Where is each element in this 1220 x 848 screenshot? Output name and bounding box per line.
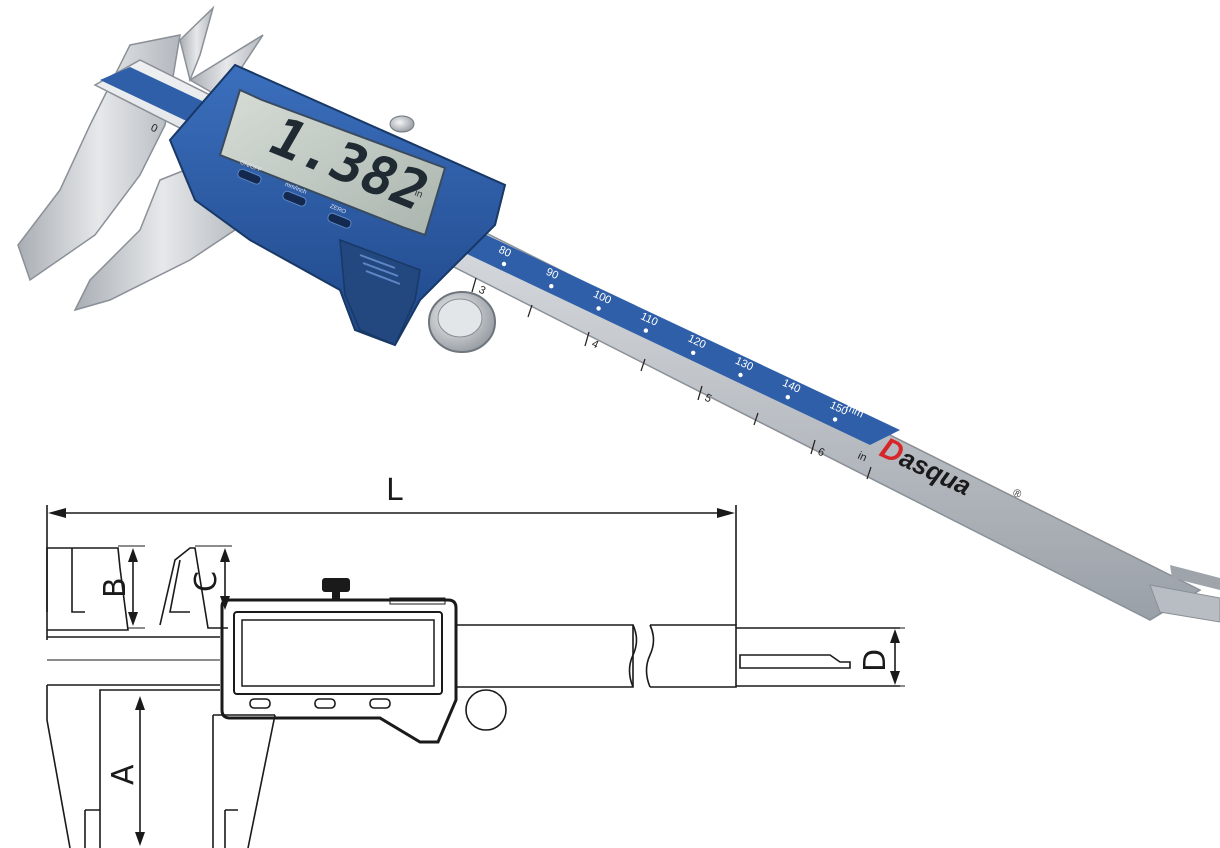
metric-scale-dot (832, 417, 838, 422)
depth-rod (1149, 584, 1220, 623)
fixed-inside-jaw (179, 5, 215, 83)
metric-scale-dot (691, 350, 696, 355)
inch-scale-tick (810, 439, 816, 455)
lcd-screen (218, 88, 447, 237)
metric-scale-dot (501, 261, 507, 267)
drawing-button-2 (314, 698, 336, 709)
inch-scale-half-tick (640, 358, 646, 372)
grip-ridges (359, 254, 401, 285)
thumb-wheel (428, 291, 496, 353)
drawing-slider (220, 598, 458, 744)
inch-scale-tick (697, 385, 703, 401)
inch-scale-tick (584, 331, 590, 347)
photo-button (282, 190, 307, 207)
metric-scale-number: 80 (497, 244, 513, 260)
dim-label-c: C (189, 571, 224, 592)
dim-label-a: A (106, 764, 141, 785)
photo-button (327, 212, 352, 229)
inch-scale-half-tick (866, 466, 872, 480)
upper-scale-zero: 0 (149, 122, 160, 135)
metric-scale-dot (596, 306, 601, 311)
drawing-jaw-c (159, 547, 228, 629)
inch-scale-numbers: 3 4 5 6 (471, 277, 872, 480)
drawing-jaw-b (46, 547, 129, 631)
drawing-jaw-movable-lower (212, 714, 276, 848)
drawing-beam (47, 624, 737, 688)
inch-scale-half-tick (527, 304, 533, 318)
photo-button-label: ZERO (329, 204, 347, 216)
drawing-button-1 (249, 698, 271, 709)
photo-button (237, 168, 262, 185)
dim-label-d: D (858, 649, 893, 672)
drawing-jaw-a-fixed (46, 685, 220, 848)
top-knob (389, 115, 415, 133)
inch-scale-number: 5 (703, 392, 714, 405)
metric-scale-dot (643, 328, 649, 333)
drawing-thumb-wheel (465, 689, 507, 731)
metric-scale-dot (738, 372, 743, 378)
inch-scale-number: 4 (590, 338, 601, 351)
metric-scale-number: 90 (544, 266, 560, 282)
dimension-drawing: L B C A (46, 473, 905, 848)
drawing-lcd (233, 611, 443, 695)
dim-label-l: L (386, 473, 403, 508)
inch-scale-number: 6 (816, 446, 827, 459)
inch-scale-half-tick (753, 412, 759, 426)
metric-scale-dot (785, 395, 790, 400)
metric-scale-dot (549, 284, 554, 289)
dim-label-b: B (98, 577, 133, 598)
lcd-unit: in (413, 188, 424, 201)
inch-scale-tick (471, 277, 477, 293)
drawing-top-knob (322, 578, 350, 600)
thumb-grip (339, 238, 421, 346)
drawing-button-3 (369, 698, 391, 709)
inch-scale-number: 3 (477, 284, 488, 297)
